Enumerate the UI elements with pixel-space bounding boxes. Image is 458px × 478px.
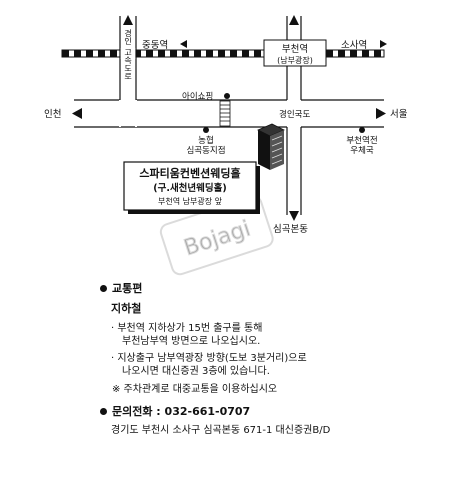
nonghyup-marker-icon [203,127,209,133]
crosswalk-icon [219,100,231,127]
transport-heading-text: 교통편 [112,282,143,295]
jungdong-station-label: 중동역 [142,40,168,51]
arrow-up-icon-left [123,15,133,25]
gyeongin-rail-label: 경인 [124,28,133,45]
arrow-left-icon [72,108,82,119]
jungdong-arrow-icon [180,40,187,48]
nonghyup-branch-label: 심곡동지점 [186,145,225,156]
arrow-down-icon [289,211,299,221]
seoul-label: 서울 [390,109,408,120]
subway-line-2b: 나오시면 대신증권 3층에 있습니다. [122,366,270,377]
gyeongin-road [74,99,384,128]
i-shopping-label: 아이쇼핑 [182,91,213,102]
bucheon-station-sub-label: (남부광장) [277,55,313,65]
subway-heading: 지하철 [111,302,142,315]
railway-line [61,49,385,58]
sosa-arrow-icon [380,40,387,48]
post-office-label: 부천역전 [346,135,377,146]
phone-line: 문의전화 : 032-661-0707 [100,406,250,418]
bullet-icon [100,285,107,292]
bucheon-station-label: 부천역 [282,44,308,55]
expressway-road [119,16,137,100]
subway-line-1a: · 부천역 지하상가 15번 출구를 통해 [111,323,263,334]
subway-line-1b: 부천남부역 방면으로 나오십시오. [122,336,261,347]
bullet-icon [100,408,107,415]
address: 경기도 부천시 소사구 심곡본동 671-1 대신증권B/D [111,425,331,436]
venue-former-name: (구.새천년웨딩홀) [153,182,226,194]
post-office-label-2: 우체국 [350,145,374,156]
expressway-label: 고속도로 [124,48,133,80]
simgok-bondong-label: 심곡본동 [273,224,308,235]
arrow-up-icon [289,15,299,25]
subway-line-2a: · 지상출구 남부역광장 방향(도보 3분거리)으로 [111,353,307,364]
i-shopping-marker-icon [224,93,230,99]
venue-name: 스파티움컨벤션웨딩홀 [139,166,240,180]
incheon-label: 인천 [44,109,61,120]
venue-box [123,161,257,211]
parking-note: ※ 주차관계로 대중교통을 이용하십시오 [112,384,278,395]
arrow-right-icon [376,108,386,119]
gyeongin-road-label: 경인국도 [279,109,310,120]
vertical-road-right [286,16,302,215]
transport-heading: 교통편 [100,283,142,295]
nonghyup-label: 농협 [198,135,214,146]
location-map: Bojagi 부천역 (남부광장) 경인 고속도로 중동역 소사역 아이쇼핑 인… [44,15,408,276]
building-icon [257,123,285,170]
post-office-marker-icon [359,127,365,133]
venue-location: 부천역 남부광장 앞 [158,196,223,206]
directions-info: 교통편 지하철 · 부천역 지하상가 15번 출구를 통해 부천남부역 방면으로… [0,280,458,478]
phone-text: 문의전화 : 032-661-0707 [112,405,251,418]
sosa-station-label: 소사역 [341,40,367,51]
bucheon-station-box [263,39,327,67]
